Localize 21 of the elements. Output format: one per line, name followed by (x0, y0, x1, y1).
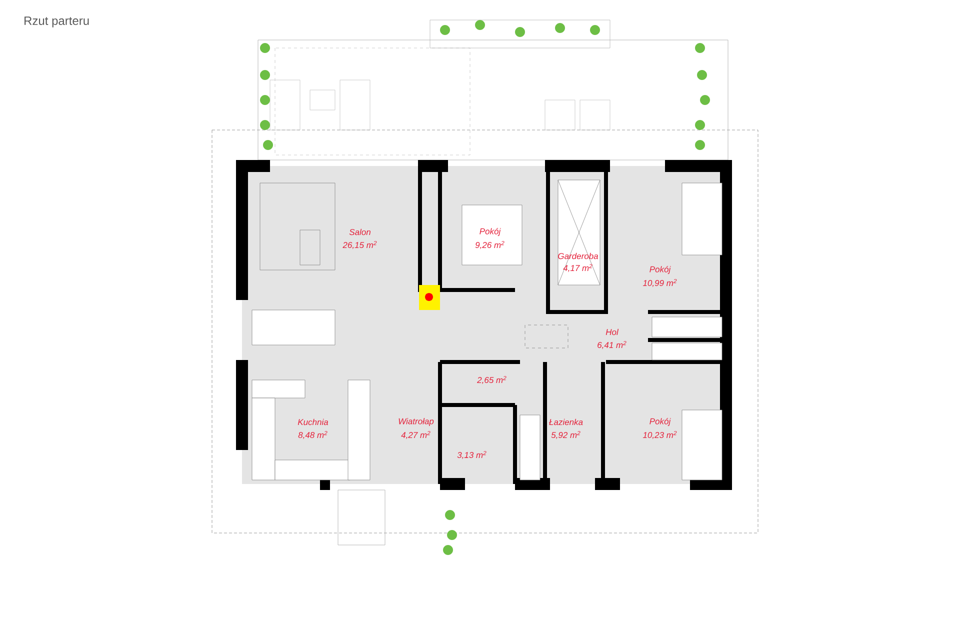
room-label: Hol (606, 328, 619, 336)
room-label: 9,26 m$^{2}$ (475, 240, 504, 250)
room-label: Garderoba (558, 252, 598, 260)
room-label: Pokój (650, 418, 671, 426)
room-label: 8,48 m$^{2}$ (298, 430, 328, 440)
room-label: Kuchnia (298, 418, 328, 426)
title: Rzut parteru (24, 16, 89, 28)
room-label: 3,13 m$^{2}$ (457, 450, 486, 460)
room-label: Salon (349, 228, 370, 236)
room-label: Pokój (480, 228, 501, 236)
room-label: 6,41 m$^{2}$ (598, 340, 626, 350)
room-label: 4,17 m$^{2}$ (563, 264, 592, 272)
room-label: Pokój (650, 266, 671, 274)
room-label: 26,15 m$^{2}$ (342, 240, 377, 250)
room-label: 10,99 m$^{2}$ (642, 278, 677, 288)
room-label: Wiatrołap (398, 418, 434, 426)
room-label: 4,27 m$^{2}$ (401, 430, 430, 440)
room-label: Łazienka (549, 418, 583, 426)
room-label: 10,23 m$^{2}$ (642, 430, 677, 440)
room-label: 2,65 m$^{2}$ (477, 376, 506, 384)
room-label: 5,92 m$^{2}$ (551, 430, 580, 440)
